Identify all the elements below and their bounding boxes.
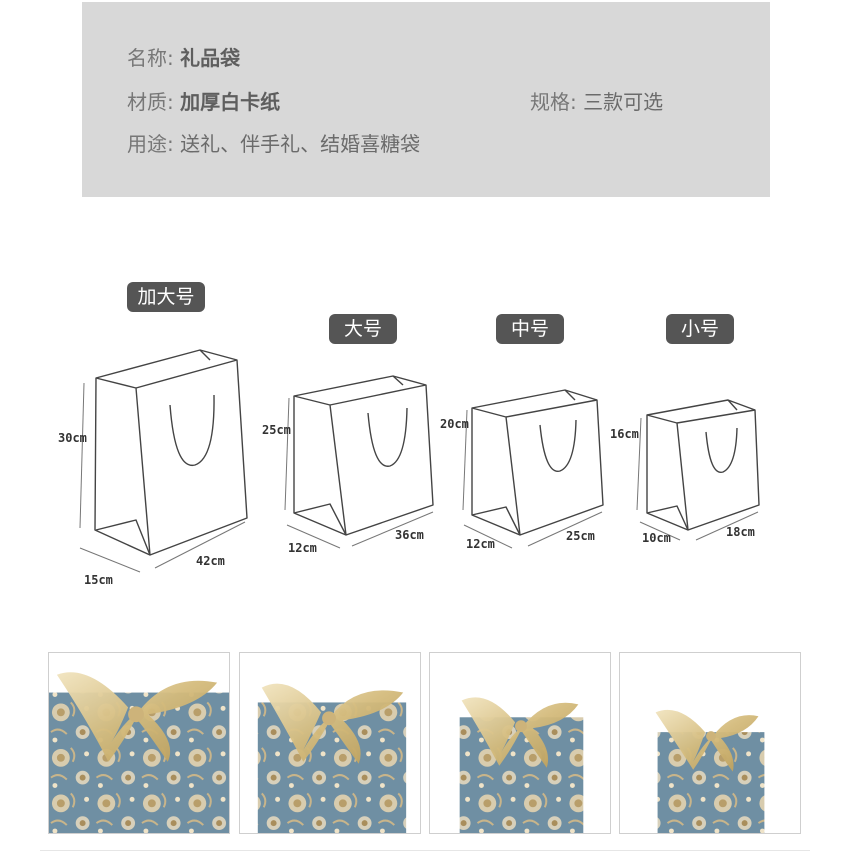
photo-large	[239, 652, 421, 834]
usage-row: 用途: 送礼、伴手礼、结婚喜糖袋	[127, 128, 420, 157]
name-row: 名称: 礼品袋	[127, 42, 240, 71]
m-width-label: 25cm	[566, 529, 595, 543]
xl-width-label: 42cm	[196, 554, 225, 568]
l-width-label: 36cm	[395, 528, 424, 542]
product-info-panel: 名称: 礼品袋 材质: 加厚白卡纸 规格: 三款可选 用途: 送礼、伴手礼、结婚…	[82, 2, 770, 197]
l-depth-label: 12cm	[288, 541, 317, 555]
material-value: 加厚白卡纸	[180, 90, 281, 114]
gift-bag-photo-icon	[655, 709, 765, 833]
bag-large-icon	[293, 375, 434, 536]
name-value: 礼品袋	[180, 46, 241, 70]
usage-label: 用途:	[127, 132, 174, 156]
name-label: 名称:	[127, 46, 174, 70]
material-row: 材质: 加厚白卡纸	[127, 86, 280, 115]
gift-bag-photo-icon	[257, 683, 407, 833]
gift-bag-photo-icon	[459, 697, 584, 833]
xl-depth-label: 15cm	[84, 573, 113, 587]
l-height-label: 25cm	[262, 423, 291, 437]
usage-value: 送礼、伴手礼、结婚喜糖袋	[180, 132, 421, 156]
bottom-divider	[40, 850, 810, 851]
bag-small-icon	[646, 399, 760, 531]
xl-height-label: 30cm	[58, 431, 87, 445]
spec-label: 规格:	[530, 90, 577, 114]
badge-small: 小号	[666, 314, 734, 344]
photo-extra-large	[48, 652, 230, 834]
material-label: 材质:	[127, 90, 174, 114]
badge-extra-large: 加大号	[127, 282, 205, 312]
bag-extra-large-icon	[94, 349, 248, 556]
photo-medium	[429, 652, 611, 834]
bag-medium-icon	[471, 389, 604, 536]
s-height-label: 16cm	[610, 427, 639, 441]
badge-large: 大号	[329, 314, 397, 344]
m-height-label: 20cm	[440, 417, 469, 431]
m-depth-label: 12cm	[466, 537, 495, 551]
gift-bag-photo-icon	[49, 672, 229, 833]
s-depth-label: 10cm	[642, 531, 671, 545]
spec-value: 三款可选	[583, 90, 664, 114]
s-width-label: 18cm	[726, 525, 755, 539]
photo-small	[619, 652, 801, 834]
spec-row: 规格: 三款可选	[530, 86, 663, 115]
badge-medium: 中号	[496, 314, 564, 344]
